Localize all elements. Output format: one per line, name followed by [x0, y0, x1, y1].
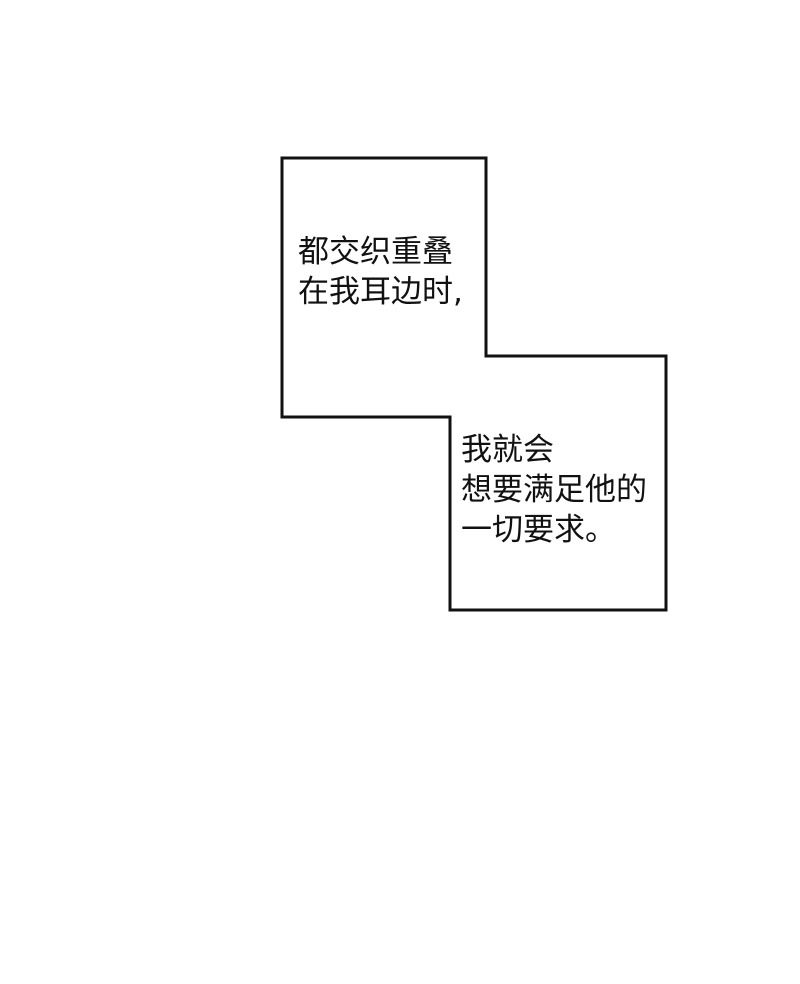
caption-line: 想要满足他的 — [461, 472, 647, 508]
caption-line: 我就会 — [461, 432, 554, 468]
caption-line: 在我耳边时, — [298, 274, 463, 310]
caption-text-bottom: 我就会 想要满足他的 一切要求。 — [461, 430, 647, 550]
caption-text-top: 都交织重叠 在我耳边时, — [298, 232, 463, 312]
caption-line: 都交织重叠 — [298, 234, 453, 270]
caption-box-shape — [280, 156, 668, 612]
caption-line: 一切要求。 — [461, 512, 616, 548]
